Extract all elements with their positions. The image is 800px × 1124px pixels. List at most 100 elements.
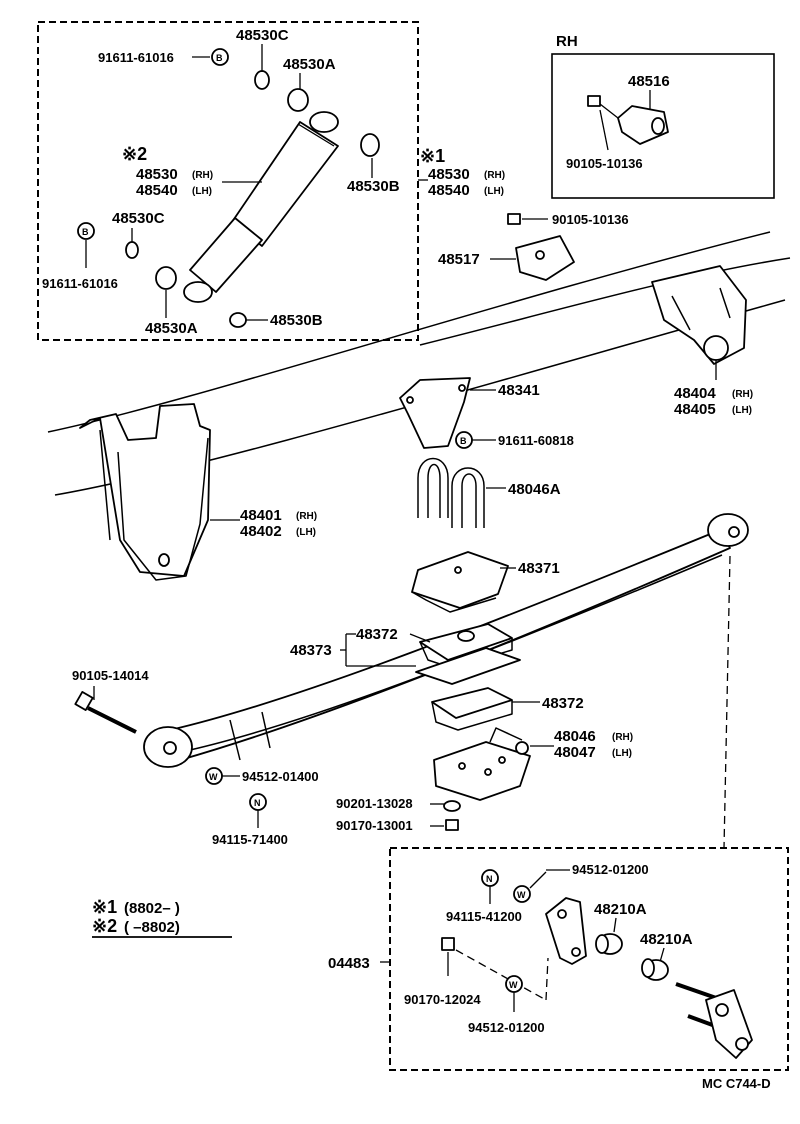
label-48530-rh-left: 48530 [136, 166, 178, 183]
label-lh-left: (LH) [192, 186, 212, 197]
bolt-symbol-low [77, 222, 95, 240]
spring-seat-48373 [415, 647, 521, 685]
label-94512-01200-low: 94512-01200 [468, 1020, 545, 1035]
bracket-48516 [617, 105, 669, 145]
label-94115-71400: 94115-71400 [212, 832, 288, 847]
bolt-symbol-top-letter: B [216, 53, 223, 63]
label-48373: 48373 [290, 642, 332, 659]
bushing-48530c-low [125, 241, 139, 259]
bushing-48530b-mid [360, 133, 380, 157]
label-48371: 48371 [518, 560, 560, 577]
label-90201-13028: 90201-13028 [336, 796, 413, 811]
label-48530-rh-right: 48530 [428, 166, 470, 183]
washer-90201-13028 [443, 800, 461, 812]
label-rh-48404: (RH) [732, 389, 753, 400]
label-48540-lh-left: 48540 [136, 182, 178, 199]
label-48517: 48517 [438, 251, 480, 268]
washer-symbol-94512-01400-letter: W [209, 772, 218, 782]
label-90105-10136-inset: 90105-10136 [566, 156, 643, 171]
label-48210a-a: 48210A [594, 901, 647, 918]
label-04483: 04483 [328, 955, 370, 972]
label-48516: 48516 [628, 73, 670, 90]
label-rh-48046: (RH) [612, 732, 633, 743]
label-48402: 48402 [240, 523, 282, 540]
label-rh-right: (RH) [484, 170, 505, 181]
bushing-48530c-top [254, 70, 270, 90]
shock-absorber [183, 111, 339, 303]
label-48401: 48401 [240, 507, 282, 524]
label-94115-41200: 94115-41200 [446, 909, 522, 924]
label-91611-61016-top: 91611-61016 [98, 50, 174, 65]
bushing-48530a-top [287, 88, 309, 112]
label-90105-10136: 90105-10136 [552, 212, 629, 227]
washer-symbol-94512-01200-top [513, 885, 531, 903]
nut-symbol-94115-71400-letter: N [254, 798, 261, 808]
nut-90170-13001 [445, 819, 459, 831]
label-48047: 48047 [554, 744, 596, 761]
washer-symbol-94512-01200-top-letter: W [517, 890, 526, 900]
bracket-48517 [507, 213, 575, 281]
ref-mark-2: ※2 [122, 144, 147, 164]
rh-inset-title: RH [556, 33, 578, 50]
note-2-text: ( –8802) [124, 919, 180, 936]
bolt-symbol-top [211, 48, 229, 66]
label-91611-61016-low: 91611-61016 [42, 276, 118, 291]
label-48540-lh-right: 48540 [428, 182, 470, 199]
nut-90170-12024 [441, 937, 455, 951]
label-rh-left: (RH) [192, 170, 213, 181]
shackle-plate [545, 897, 587, 965]
leader-to-shackle [723, 555, 731, 849]
ref-mark-1: ※1 [420, 146, 445, 166]
shock-absorber-group-box [37, 21, 419, 341]
washer-symbol-94512-01200-low-letter: W [509, 980, 518, 990]
label-91611-60818: 91611-60818 [498, 433, 574, 448]
label-48046: 48046 [554, 728, 596, 745]
bolt-90105-14014 [74, 691, 137, 734]
spacer-48371 [411, 551, 509, 613]
bolt-symbol-low-letter: B [82, 227, 89, 237]
label-48372-top: 48372 [356, 626, 398, 643]
footer-code: MC C744-D [702, 1076, 771, 1091]
bushing-48210a-b [641, 958, 669, 981]
label-48372-low: 48372 [542, 695, 584, 712]
label-94512-01200-top: 94512-01200 [572, 862, 649, 877]
spring-hanger-48404 [651, 265, 747, 365]
label-lh-48405: (LH) [732, 405, 752, 416]
frame-bracket-48401 [79, 403, 211, 581]
label-lh-48402: (LH) [296, 527, 316, 538]
bushing-48530a-low [155, 266, 177, 290]
u-bolt-seat-48046 [433, 727, 531, 801]
label-48530b-mid: 48530B [347, 178, 400, 195]
label-90170-12024: 90170-12024 [404, 992, 481, 1007]
bushing-48530b-low [229, 312, 247, 328]
label-48530a-low: 48530A [145, 320, 198, 337]
note-2-mark: ※2 [92, 916, 117, 936]
label-rh-48401: (RH) [296, 511, 317, 522]
label-48530b-low: 48530B [270, 312, 323, 329]
label-48530c-top: 48530C [236, 27, 289, 44]
bolt-symbol-48341-letter: B [460, 436, 467, 446]
label-48404: 48404 [674, 385, 716, 402]
rh-inset-box [551, 53, 775, 199]
note-1-text: (8802– ) [124, 900, 180, 917]
label-lh-48047: (LH) [612, 748, 632, 759]
label-48530a-top: 48530A [283, 56, 336, 73]
label-48046a: 48046A [508, 481, 561, 498]
note-1-mark: ※1 [92, 897, 117, 917]
bushing-48210a-a [595, 933, 623, 955]
shackle-group-box [389, 847, 789, 1071]
shackle-with-studs [675, 982, 753, 1059]
shackle-dashed-guide [455, 949, 547, 1001]
bolt-rh-inset [587, 95, 619, 119]
bumper-48341 [399, 377, 471, 449]
label-48341: 48341 [498, 382, 540, 399]
label-lh-right: (LH) [484, 186, 504, 197]
spring-seat-48372-low [431, 687, 513, 731]
label-48530c-low: 48530C [112, 210, 165, 227]
label-94512-01400: 94512-01400 [242, 769, 319, 784]
label-48405: 48405 [674, 401, 716, 418]
u-bolt-48046a [417, 457, 485, 528]
label-90105-14014: 90105-14014 [72, 668, 149, 683]
label-48210a-b: 48210A [640, 931, 693, 948]
